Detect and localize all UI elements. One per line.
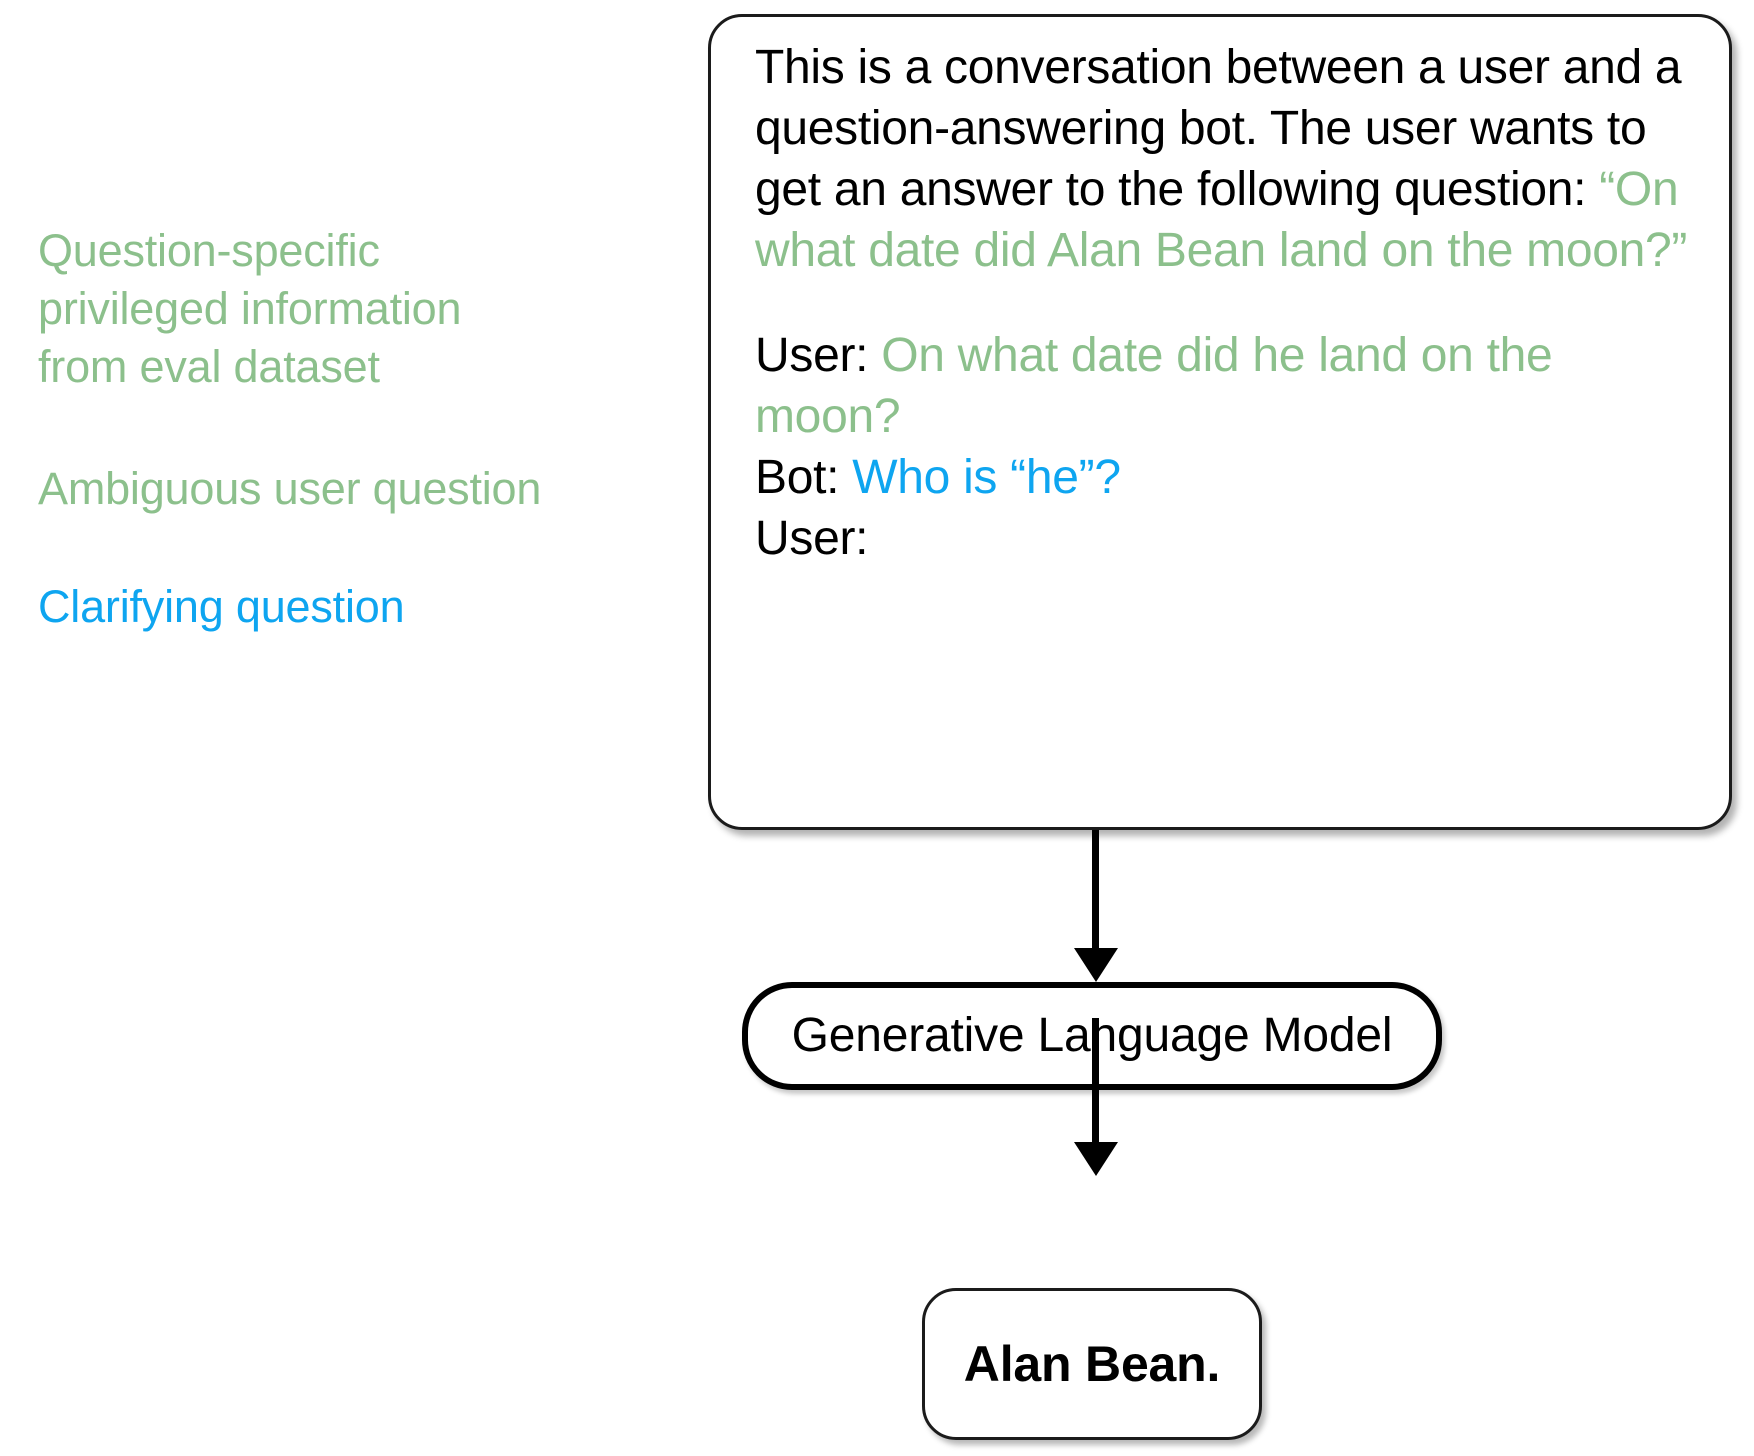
turn-speaker-bot-1: Bot: [755,451,853,504]
arrow-model-to-answer-shaft [1092,1018,1099,1146]
conversation-turn-user-2: User: [755,508,1703,569]
annotation-privileged-information: Question-specific privileged information… [38,225,462,392]
turn-text-bot-1: Who is “he”? [852,451,1121,504]
turn-text-user-1: On what date did he land on the moon? [755,329,1553,443]
prompt-blank-line [755,281,1703,325]
annotation-ambiguous-user-question: Ambiguous user question [38,463,542,514]
prompt-text: This is a conversation between a user an… [755,37,1703,569]
conversation-turn-bot-1: Bot: Who is “he”? [755,447,1703,508]
answer-label: Alan Bean. [963,1336,1221,1392]
arrow-prompt-to-model-shaft [1092,830,1099,952]
answer-box: Alan Bean. [922,1288,1262,1440]
annotation-clarifying-question: Clarifying question [38,581,405,632]
turn-speaker-user-2: User: [755,512,869,565]
turn-speaker-user-1: User: [755,329,882,382]
conversation-turn-user-1: User: On what date did he land on the mo… [755,325,1703,447]
prompt-instruction-text: This is a conversation between a user an… [755,41,1682,216]
annotation-column: Question-specific privileged information… [38,0,638,1456]
arrow-prompt-to-model-head-icon [1074,948,1118,982]
prompt-privileged-question: “On what date did Alan Bean land on the … [755,163,1688,277]
prompt-box: This is a conversation between a user an… [708,14,1732,830]
arrow-model-to-answer-head-icon [1074,1142,1118,1176]
